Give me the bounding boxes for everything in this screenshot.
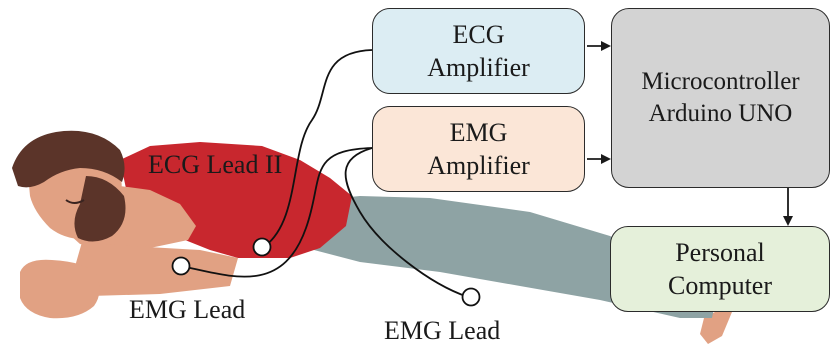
ecg-lead-wire (264, 49, 373, 247)
eye-line (65, 199, 85, 204)
personal-computer-box: Personal Computer (610, 226, 830, 312)
emg-arm-electrode (171, 256, 191, 276)
emg-lead-arm-label: EMG Lead (129, 295, 246, 324)
forearm-shape (70, 242, 238, 296)
personal-computer-line2: Computer (668, 271, 772, 300)
ecg-lead-label: ECG Lead II (148, 150, 283, 179)
arrows (587, 41, 793, 226)
personal-computer-line1: Personal (675, 237, 765, 267)
fists-shape (20, 259, 100, 319)
foot-shape (700, 306, 732, 344)
ecg-amplifier-box: ECG Amplifier (372, 8, 585, 94)
emg-amplifier-line2: Amplifier (427, 151, 530, 180)
emg-leg-lead-wire (344, 147, 469, 298)
wires (180, 49, 469, 298)
microcontroller-line1: Microcontroller (641, 68, 800, 95)
emg-amplifier-line1: EMG (449, 117, 508, 147)
emg-lead-leg-label: EMG Lead (384, 316, 501, 345)
microcontroller-box: Microcontroller Arduino UNO (611, 8, 830, 188)
emg-leg-electrode (461, 287, 481, 307)
ecg-amplifier-line1: ECG (452, 19, 505, 49)
emg-amplifier-box: EMG Amplifier (372, 106, 585, 192)
beard-shape (74, 176, 126, 242)
hair-shape (12, 130, 125, 188)
electrodes (171, 237, 481, 307)
microcontroller-line2: Arduino UNO (648, 100, 793, 127)
emg-arm-lead-wire (180, 147, 373, 278)
ecg-electrode (252, 237, 272, 257)
ecg-amplifier-line2: Amplifier (427, 53, 530, 82)
